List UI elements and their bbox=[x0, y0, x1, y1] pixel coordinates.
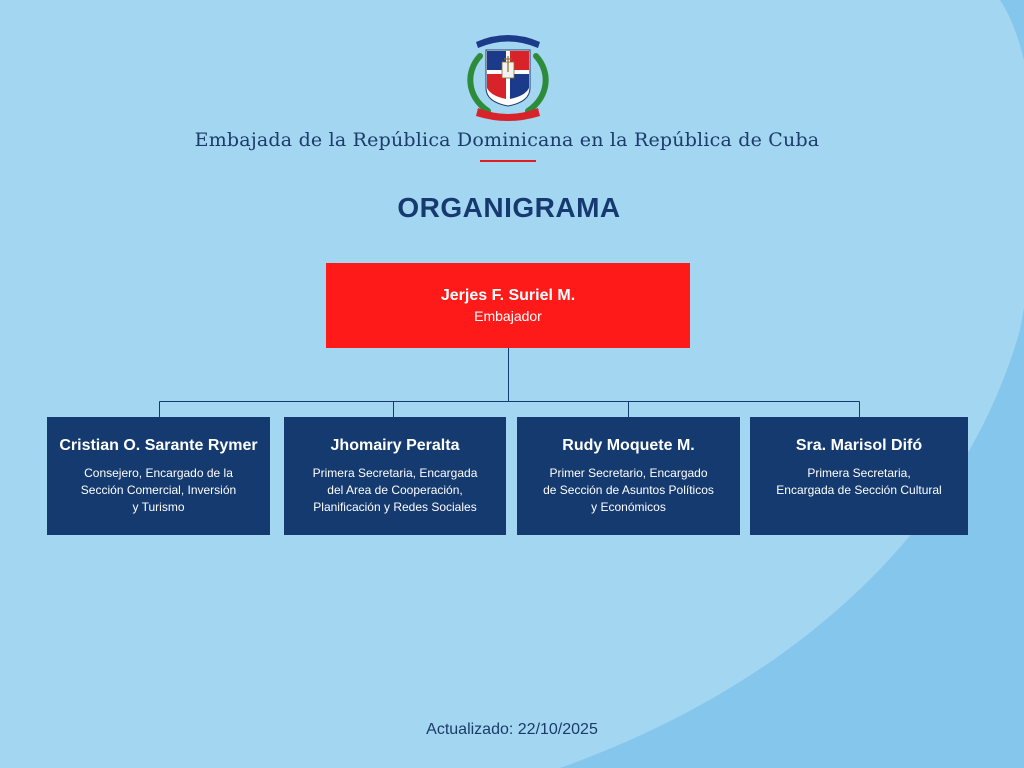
member-card-moquete: Rudy Moquete M. Primer Secretario, Encar… bbox=[517, 417, 740, 535]
coat-of-arms-emblem bbox=[467, 35, 549, 121]
last-updated-text: Actualizado: 22/10/2025 bbox=[426, 721, 598, 738]
member-name: Jhomairy Peralta bbox=[330, 437, 460, 454]
member-card-peralta: Jhomairy Peralta Primera Secretaria, Enc… bbox=[284, 417, 506, 535]
member-name: Cristian O. Sarante Rymer bbox=[59, 437, 258, 454]
ambassador-box: Jerjes F. Suriel M. Embajador bbox=[326, 263, 690, 348]
member-role: Primera Secretaria, Encargada del Area d… bbox=[312, 466, 478, 514]
page-title: ORGANIGRAMA bbox=[397, 192, 621, 223]
member-role: Primer Secretario, Encargado de Sección … bbox=[543, 466, 714, 514]
member-card-sarante: Cristian O. Sarante Rymer Consejero, Enc… bbox=[47, 417, 270, 535]
embassy-subtitle: Embajada de la República Dominicana en l… bbox=[194, 129, 820, 151]
red-divider bbox=[480, 160, 536, 162]
ambassador-role: Embajador bbox=[474, 308, 542, 324]
ambassador-name: Jerjes F. Suriel M. bbox=[440, 287, 576, 304]
member-role: Primera Secretaria, Encargada de Sección… bbox=[776, 466, 942, 497]
member-name: Rudy Moquete M. bbox=[562, 437, 695, 454]
member-name: Sra. Marisol Difó bbox=[795, 437, 923, 454]
member-card-difo: Sra. Marisol Difó Primera Secretaria, En… bbox=[750, 417, 968, 535]
member-role: Consejero, Encargado de la Sección Comer… bbox=[80, 466, 237, 514]
